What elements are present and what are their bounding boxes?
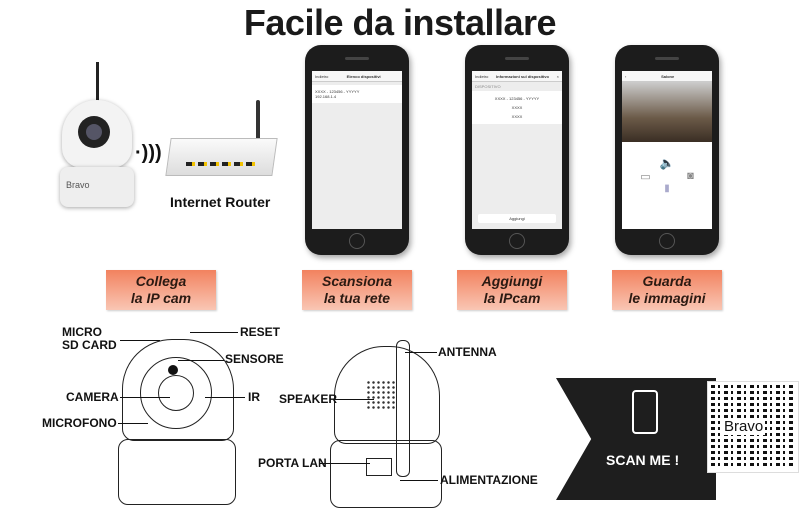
ip-camera-image: Bravo: [58, 62, 138, 212]
page-title: Facile da installare: [243, 2, 557, 43]
phone-live-view: ‹Salone 🔈 ▭◙ ▮: [615, 45, 719, 255]
snapshot-icon[interactable]: ◙: [687, 170, 694, 182]
camera-feed: [622, 82, 712, 142]
label-reset: RESET: [240, 325, 281, 339]
camera-front-diagram: [118, 335, 238, 507]
label-microfono: MICROFONO: [42, 416, 117, 430]
device-id: XXXX - 123456 - YYYYY: [315, 89, 360, 94]
uid-value: XXXX - 123456 - YYYYY: [494, 96, 540, 101]
label-speaker: SPEAKER: [279, 392, 338, 406]
screen-title: Elenco dispositivi: [346, 73, 381, 79]
screen-title: Informazioni sul dispositivo: [496, 73, 549, 79]
back-link: Indietro: [315, 73, 329, 79]
pass-value: XXXX: [511, 114, 523, 119]
screen-title: Salone: [661, 73, 675, 79]
label-ir: IR: [248, 390, 260, 404]
phone-scan-icon: [632, 390, 658, 434]
router-label: Internet Router: [170, 194, 271, 210]
label-porta-lan: PORTA LAN: [258, 456, 327, 470]
label-alimentazione: ALIMENTAZIONE: [440, 473, 538, 487]
section-title: DISPOSITIVO: [475, 84, 501, 89]
device-ip: 192.168.1.4: [315, 94, 337, 99]
back-link: Indietro: [475, 73, 489, 79]
label-camera: CAMERA: [66, 390, 119, 404]
router-image: [165, 100, 278, 190]
qr-code[interactable]: [707, 381, 799, 473]
label-sensore: SENSORE: [225, 352, 284, 366]
record-icon[interactable]: ▭: [640, 171, 651, 183]
qr-brand-logo: Bravo: [722, 418, 766, 435]
mic-icon[interactable]: ▮: [664, 183, 670, 194]
wifi-icon: ·))): [135, 142, 162, 164]
label-antenna: ANTENNA: [438, 345, 497, 359]
camera-back-diagram: [330, 340, 445, 510]
phone-device-list: Indietro Elenco dispositivi XXXX - 123456…: [305, 45, 409, 255]
brand-logo: Bravo: [66, 180, 90, 190]
add-button[interactable]: Aggiungi: [478, 214, 556, 223]
scan-me-label: SCAN ME !: [606, 452, 680, 468]
speaker-icon[interactable]: 🔈: [659, 156, 675, 170]
user-value: XXXX: [511, 105, 523, 110]
